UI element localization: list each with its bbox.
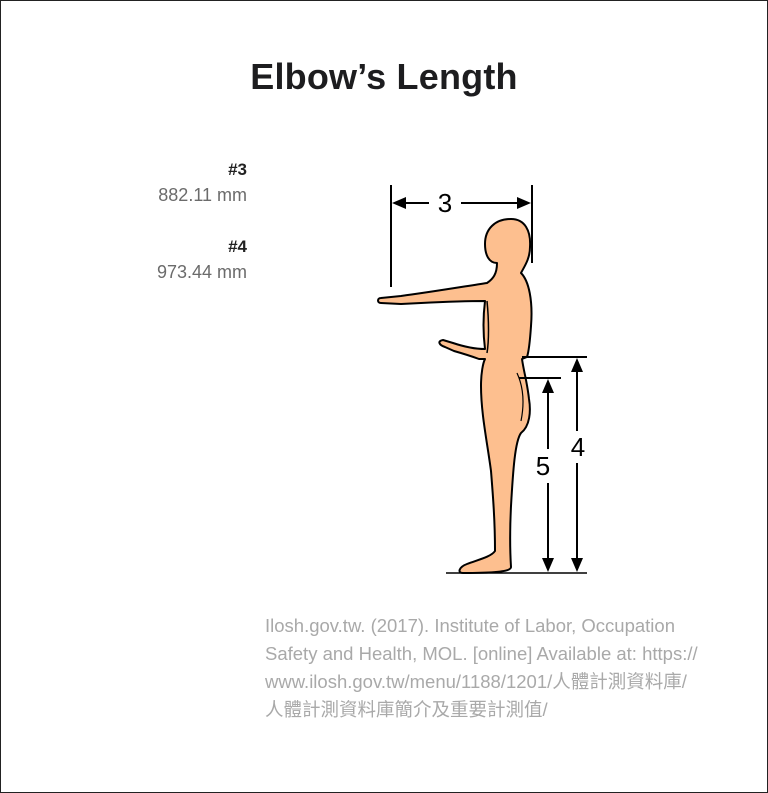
hip-contour <box>516 372 524 422</box>
measurement-4-label: #4 <box>228 237 247 256</box>
dim3-label: 3 <box>438 188 452 218</box>
measurement-4-value: 973.44 mm <box>156 262 247 282</box>
citation-line-3: www.ilosh.gov.tw/menu/1188/1201/人體計測資料庫/ <box>265 671 687 692</box>
citation-line-2: Safety and Health, MOL. [online] Availab… <box>265 643 698 664</box>
body-silhouette <box>377 218 533 574</box>
dim5-arrow-top <box>542 379 554 393</box>
page-title: Elbow’s Length <box>250 56 518 97</box>
measurement-3-label: #3 <box>228 160 247 179</box>
measurement-3: #3 882.11 mm <box>158 158 247 208</box>
arm-contour <box>486 300 490 354</box>
dim3-arrow-left <box>392 197 406 209</box>
dim5-arrow-bottom <box>542 558 554 572</box>
citation-line-4: 人體計測資料庫簡介及重要計測值/ <box>265 699 548 720</box>
dim5-label: 5 <box>536 451 550 481</box>
citation: Ilosh.gov.tw. (2017). Institute of Labor… <box>265 612 755 724</box>
citation-line-1: Ilosh.gov.tw. (2017). Institute of Labor… <box>265 615 675 636</box>
measurement-3-value: 882.11 mm <box>158 185 247 205</box>
dim4-label: 4 <box>571 432 585 462</box>
anthropometric-figure: 3 4 5 <box>377 185 587 574</box>
dim4-arrow-top <box>571 358 583 372</box>
dim3-arrow-right <box>517 197 531 209</box>
measurement-4: #4 973.44 mm <box>157 235 247 285</box>
dim4-arrow-bottom <box>571 558 583 572</box>
